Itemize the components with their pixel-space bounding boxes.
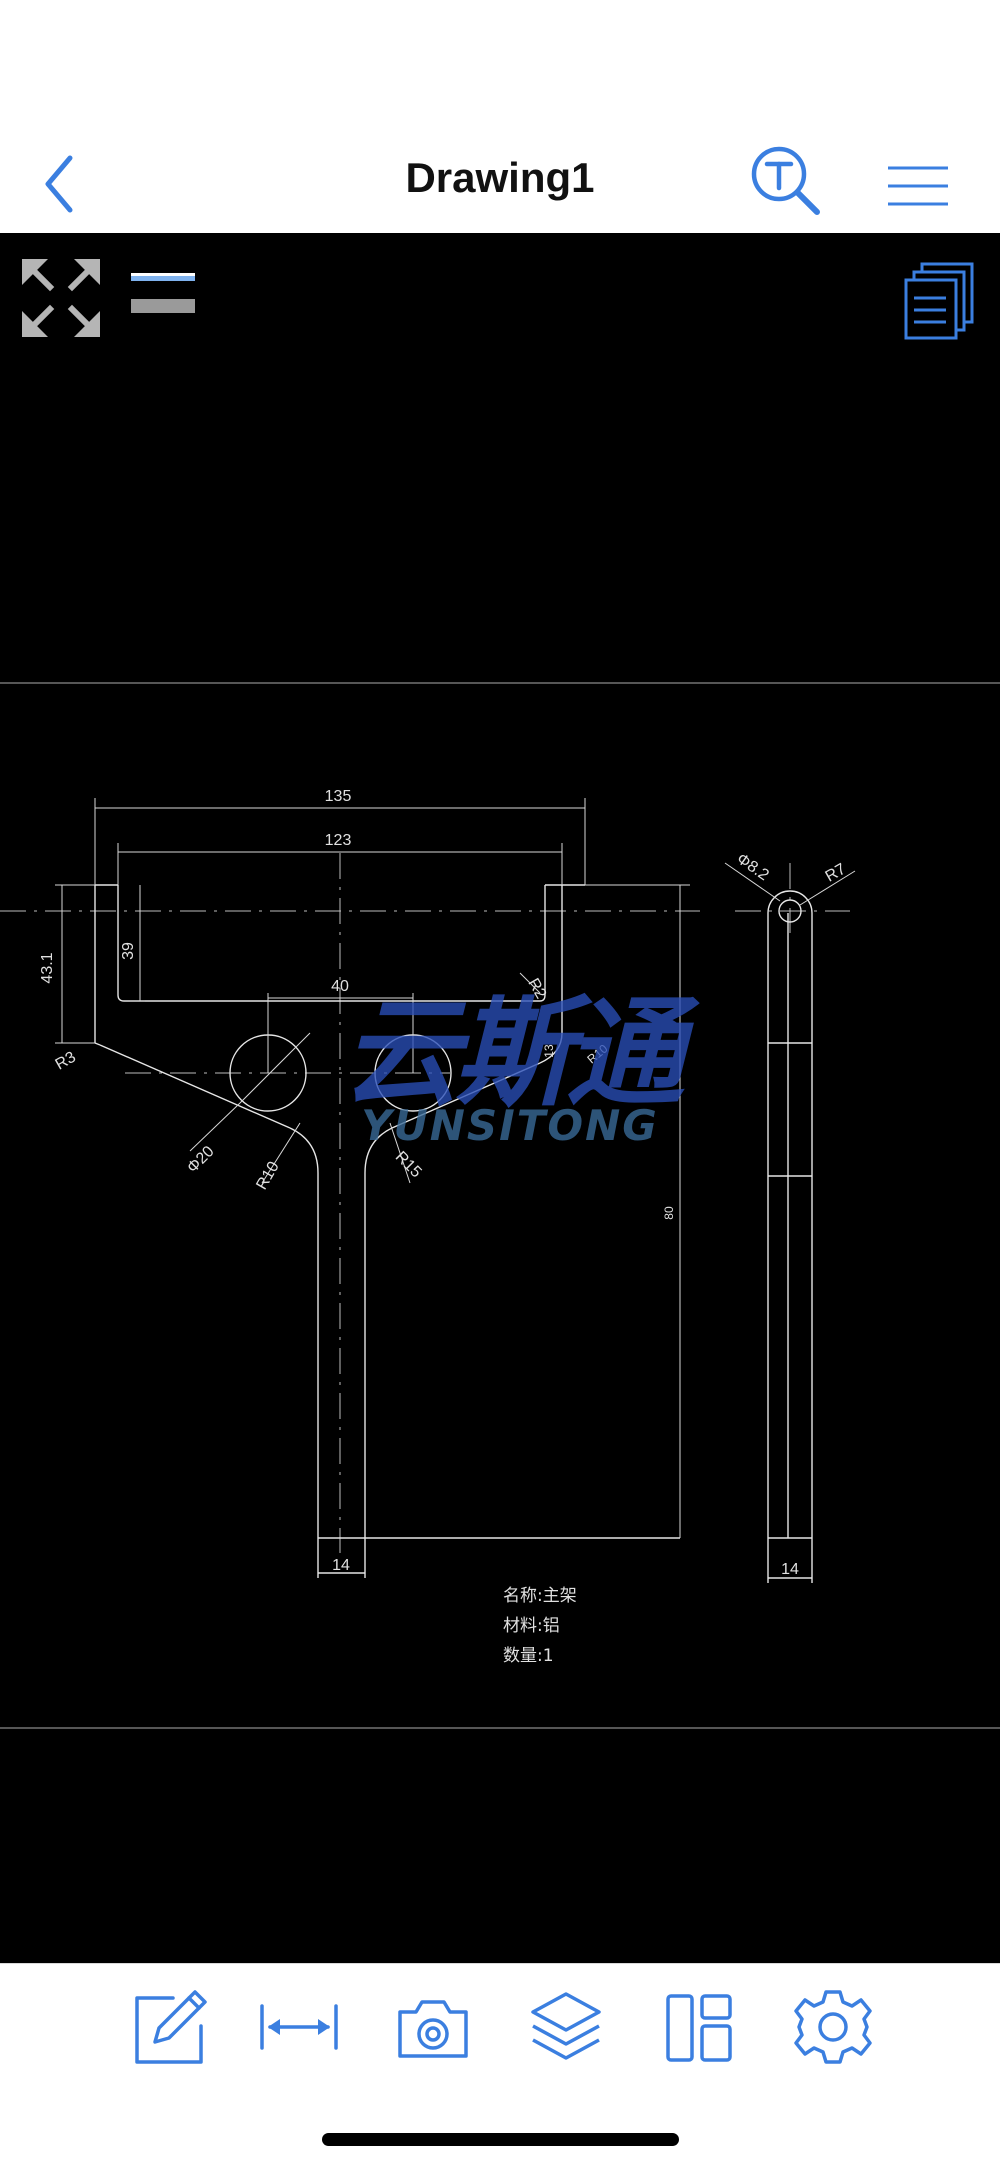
dim-r15: R15 xyxy=(392,1148,425,1181)
dim-r10-small: R10 xyxy=(584,1041,610,1066)
note-quantity: 数量:1 xyxy=(503,1646,554,1666)
hamburger-menu-icon xyxy=(888,166,948,206)
measure-distance-icon xyxy=(260,2004,338,2050)
dim-135: 135 xyxy=(325,788,352,805)
dim-80: 80 xyxy=(662,1206,676,1220)
dimension-lines xyxy=(55,798,856,1538)
dimension-texts: 135 123 43.1 39 40 R3 R2 13 R10 Φ20 R10 … xyxy=(39,788,849,1578)
home-indicator xyxy=(322,2133,679,2146)
dim-39: 39 xyxy=(120,942,137,960)
dim-40: 40 xyxy=(331,978,349,995)
page-title: Drawing1 xyxy=(405,154,595,201)
settings-gear-icon xyxy=(794,1990,872,2064)
dim-r7: R7 xyxy=(823,861,849,886)
note-name: 名称:主架 xyxy=(503,1586,577,1606)
drawing-canvas[interactable]: 135 123 43.1 39 40 R3 R2 13 R10 Φ20 R10 … xyxy=(0,233,1000,1963)
bottom-toolbar xyxy=(0,1963,1000,2166)
sheet-border xyxy=(0,682,1000,1729)
dim-phi20: Φ20 xyxy=(184,1143,218,1177)
chevron-left-icon xyxy=(45,155,73,213)
layers-icon xyxy=(531,1992,601,2060)
side-view-part xyxy=(767,890,813,1583)
stacked-pages-icon xyxy=(904,262,974,340)
sheets-button[interactable] xyxy=(896,258,982,344)
dim-phi8-2: Φ8.2 xyxy=(733,850,772,884)
edit-button[interactable] xyxy=(125,1984,211,2070)
layout-panels-button[interactable] xyxy=(656,1984,742,2070)
dim-14-front: 14 xyxy=(332,1557,350,1574)
layout-toggle-icon xyxy=(131,273,195,313)
dim-r3: R3 xyxy=(53,1049,79,1074)
note-material: 材料:铝 xyxy=(503,1616,560,1636)
text-search-button[interactable] xyxy=(745,140,825,220)
menu-button[interactable] xyxy=(878,140,958,220)
camera-icon xyxy=(398,2000,468,2058)
layout-panels-icon xyxy=(666,1994,732,2062)
cad-drawing: 135 123 43.1 39 40 R3 R2 13 R10 Φ20 R10 … xyxy=(0,682,1000,1729)
status-bar xyxy=(0,0,1000,130)
layout-toggle-button[interactable] xyxy=(125,263,201,323)
dim-r10: R10 xyxy=(253,1159,282,1193)
expand-arrows-icon xyxy=(22,259,100,337)
layers-button[interactable] xyxy=(523,1984,609,2070)
dim-123: 123 xyxy=(325,832,352,849)
dim-13: 13 xyxy=(542,1044,556,1058)
dim-14-side: 14 xyxy=(781,1561,799,1578)
front-view-part xyxy=(94,884,680,1578)
measure-button[interactable] xyxy=(256,1984,342,2070)
expand-view-button[interactable] xyxy=(18,255,104,341)
back-button[interactable] xyxy=(20,140,100,220)
edit-pencil-icon xyxy=(135,1990,207,2064)
top-navigation-bar: Drawing1 xyxy=(0,130,1000,234)
text-search-icon xyxy=(751,146,820,215)
title-notes: 名称:主架 材料:铝 数量:1 xyxy=(503,1586,577,1666)
dim-43-1: 43.1 xyxy=(39,952,56,983)
camera-button[interactable] xyxy=(390,1984,476,2070)
settings-button[interactable] xyxy=(790,1984,876,2070)
